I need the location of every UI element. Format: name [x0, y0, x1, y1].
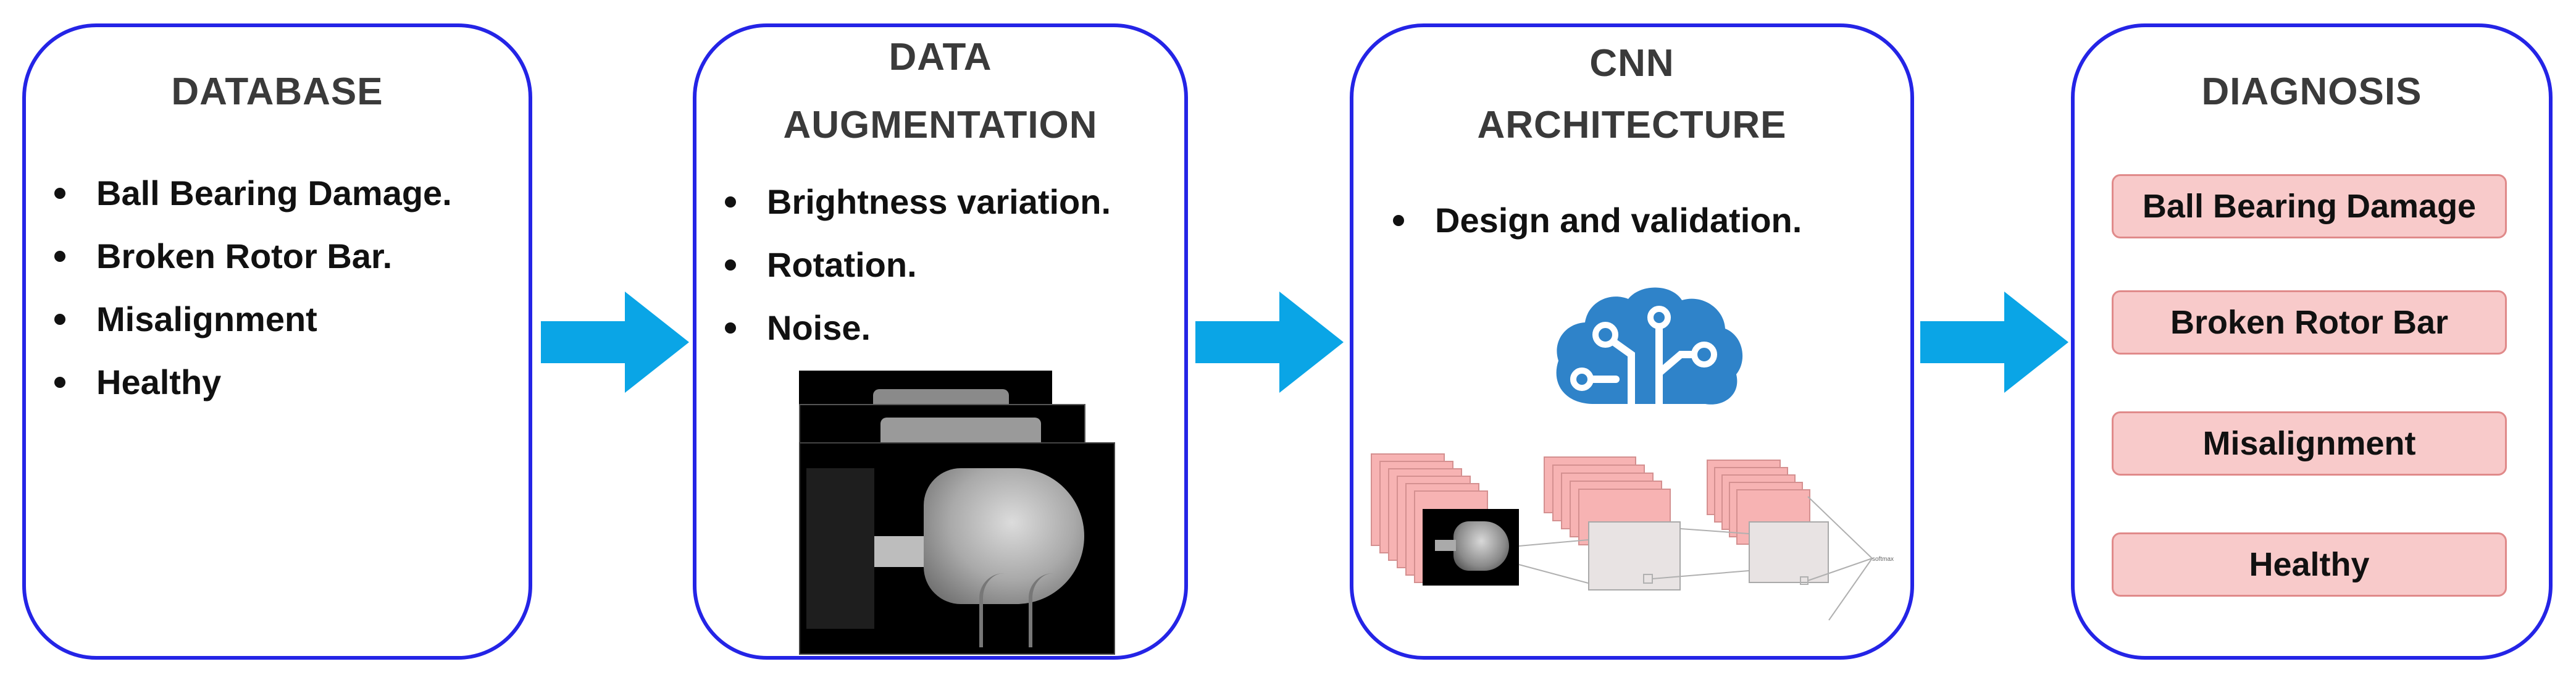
database-item-broken-rotor: Broken Rotor Bar. [48, 225, 452, 288]
cnn-title-line1: CNN [1589, 42, 1675, 85]
augmentation-title-line1: DATA [889, 36, 992, 78]
augmentation-item-rotation: Rotation. [719, 233, 1111, 296]
cnn-title-line2: ARCHITECTURE [1477, 104, 1787, 146]
database-item-healthy: Healthy [48, 351, 452, 414]
brain-ai-icon [1556, 287, 1743, 408]
cnn-panel: CNN ARCHITECTURE Design and validation. [1350, 23, 1914, 660]
pooling-map [1588, 521, 1681, 590]
diagnosis-class-broken-rotor: Broken Rotor Bar [2112, 290, 2507, 355]
diagnosis-class-ball-bearing: Ball Bearing Damage [2112, 174, 2507, 238]
database-title: DATABASE [171, 70, 383, 113]
cnn-list: Design and validation. [1387, 189, 1802, 252]
cnn-item-design: Design and validation. [1387, 189, 1802, 252]
input-image [1423, 509, 1519, 586]
pooling-map [1749, 521, 1829, 583]
database-item-misalignment: Misalignment [48, 288, 452, 351]
database-panel: DATABASE Ball Bearing Damage. Broken Rot… [22, 23, 532, 660]
diagnosis-class-misalignment: Misalignment [2112, 411, 2507, 476]
flow-arrow-icon [1195, 292, 1344, 393]
augmentation-item-noise: Noise. [719, 296, 1111, 359]
database-item-ball-bearing: Ball Bearing Damage. [48, 162, 452, 225]
augmentation-item-brightness: Brightness variation. [719, 170, 1111, 233]
flow-arrow-icon [541, 292, 689, 393]
augmentation-panel: DATA AUGMENTATION Brightness variation. … [693, 23, 1188, 660]
thermal-image-front [799, 442, 1115, 655]
diagnosis-class-healthy: Healthy [2112, 532, 2507, 597]
augmentation-title-line2: AUGMENTATION [783, 104, 1098, 146]
layer-connections: softmax [1518, 496, 1894, 621]
database-list: Ball Bearing Damage. Broken Rotor Bar. M… [48, 162, 452, 414]
softmax-label: softmax [1872, 556, 1894, 563]
diagnosis-title: DIAGNOSIS [2201, 70, 2422, 113]
augmentation-list: Brightness variation. Rotation. Noise. [719, 170, 1111, 359]
diagnosis-panel: DIAGNOSIS Ball Bearing Damage Broken Rot… [2071, 23, 2553, 660]
flow-arrow-icon [1920, 292, 2068, 393]
